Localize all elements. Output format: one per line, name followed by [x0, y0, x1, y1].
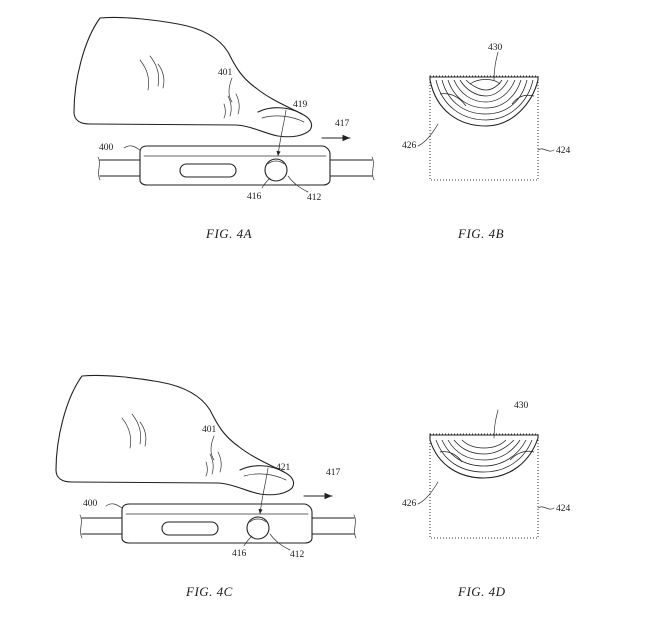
finger-ref-label: 401	[202, 425, 217, 435]
arrow-ref-label: 417	[326, 468, 341, 478]
device-ref-label: 400	[99, 143, 114, 153]
print-ref-label: 430	[514, 401, 529, 411]
button-ref-label: 416	[247, 192, 262, 202]
sensor-ref-label: 412	[290, 550, 305, 560]
arrow-ref-label: 417	[335, 119, 350, 129]
sensor-ref-label: 412	[307, 193, 322, 203]
fingerprint-segment	[429, 434, 539, 479]
boundary-ref-label: 426	[402, 499, 417, 509]
figure-caption: FIG. 4A	[205, 226, 252, 241]
button-ref-label: 416	[232, 549, 247, 559]
fig-4c: 401 400 417 421 412 416 FIG. 4C	[56, 375, 356, 599]
finger-ref-label: 401	[218, 68, 233, 78]
fingerprint-segment	[429, 76, 539, 127]
contact-ref-label: 421	[276, 463, 291, 473]
figure-caption: FIG. 4D	[457, 584, 506, 599]
area-ref-label: 424	[556, 146, 571, 156]
device-ref-label: 400	[83, 499, 98, 509]
fig-4d: 430 426 424 FIG. 4D	[402, 401, 571, 599]
print-ref-label: 430	[488, 43, 503, 53]
finger-on-device-drawing	[56, 375, 356, 550]
finger-on-device-drawing	[74, 17, 374, 192]
figure-caption: FIG. 4B	[457, 226, 504, 241]
fig-4a: 401 400 417 419 412 416 FIG. 4A	[74, 17, 374, 241]
area-ref-label: 424	[556, 504, 571, 514]
boundary-ref-label: 426	[402, 141, 417, 151]
figure-caption: FIG. 4C	[185, 584, 233, 599]
contact-ref-label: 419	[293, 100, 308, 110]
sensor-area-box	[417, 51, 555, 181]
sensor-area-box	[417, 409, 555, 539]
fig-4b: 430 426 424 FIG. 4B	[402, 43, 571, 241]
